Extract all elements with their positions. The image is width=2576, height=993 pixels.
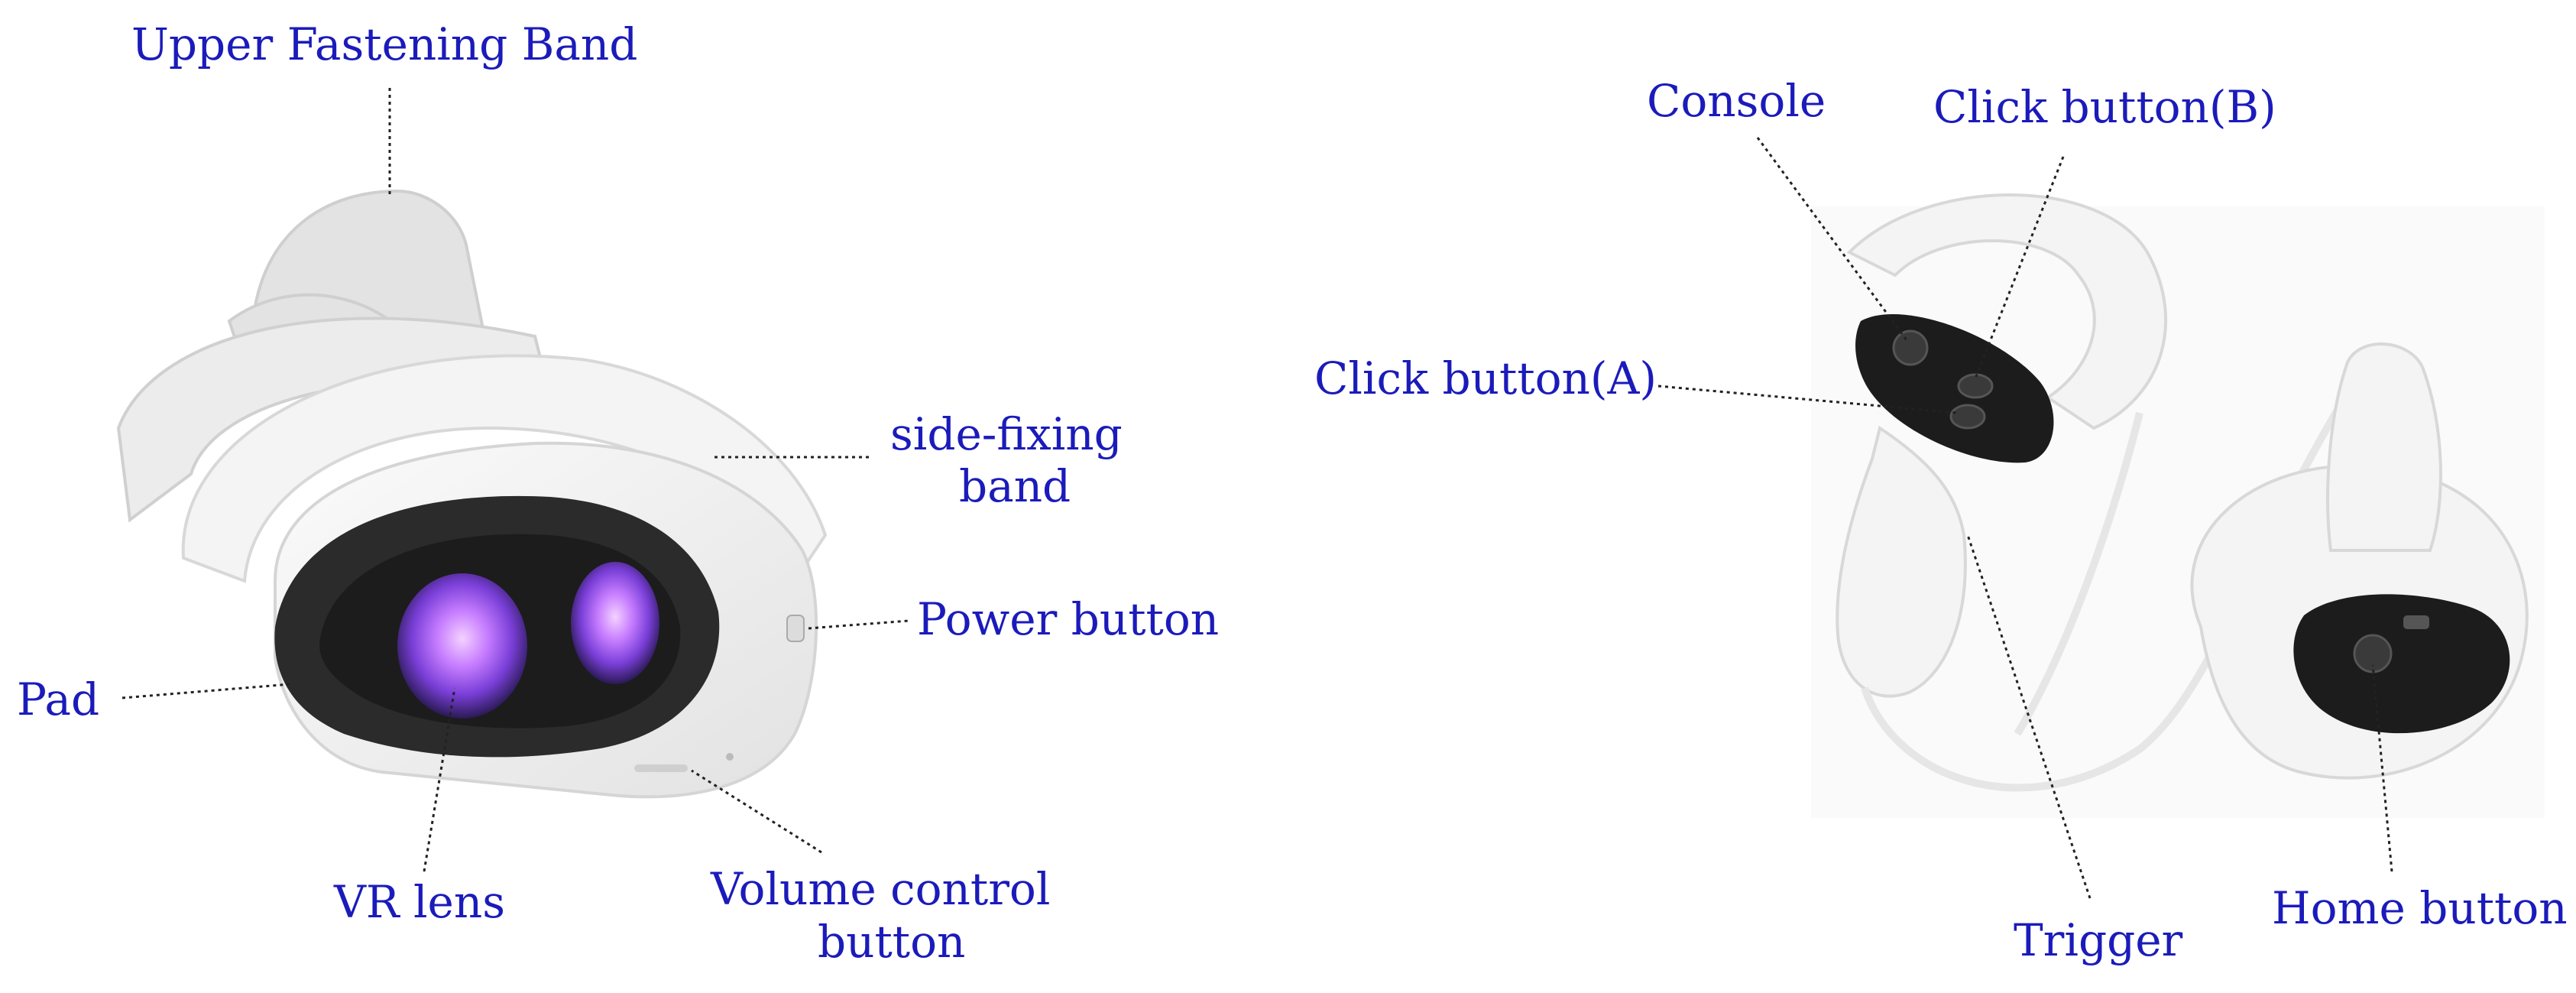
label-side-fixing-band-line2: band	[959, 460, 1071, 512]
label-click-button-b: Click button(B)	[1933, 81, 2276, 133]
headset-text-labels: Upper Fastening Band side-fixing band Po…	[17, 18, 1219, 968]
console-shape	[1892, 329, 1929, 366]
label-home-button: Home button	[2272, 882, 2568, 934]
controller-leaders	[1657, 137, 2393, 899]
right-lens	[571, 562, 659, 684]
label-console: Console	[1647, 75, 1826, 127]
label-vr-lens: VR lens	[333, 876, 505, 928]
label-volume-control-line2: button	[818, 916, 965, 968]
controller-text-labels: Console Click button(B) Click button(A) …	[1314, 75, 2568, 966]
power-button-shape	[786, 615, 805, 642]
button-a-shape	[1949, 404, 1986, 430]
left-lens	[397, 573, 527, 719]
button-b-shape	[1957, 373, 1994, 399]
headset-leaders	[122, 88, 910, 872]
label-pad: Pad	[17, 673, 99, 725]
label-power-button: Power button	[917, 593, 1219, 645]
controllers-illustration	[1811, 193, 2545, 818]
headset-illustration	[116, 189, 828, 799]
home-button-shape	[2353, 634, 2393, 673]
label-trigger: Trigger	[2014, 914, 2183, 966]
label-volume-control-line1: Volume control	[710, 863, 1050, 915]
volume-button-shape	[634, 764, 688, 772]
label-upper-fastening-band: Upper Fastening Band	[131, 18, 637, 70]
label-side-fixing-band-line1: side-fixing	[890, 408, 1123, 460]
label-click-button-a: Click button(A)	[1314, 352, 1657, 404]
